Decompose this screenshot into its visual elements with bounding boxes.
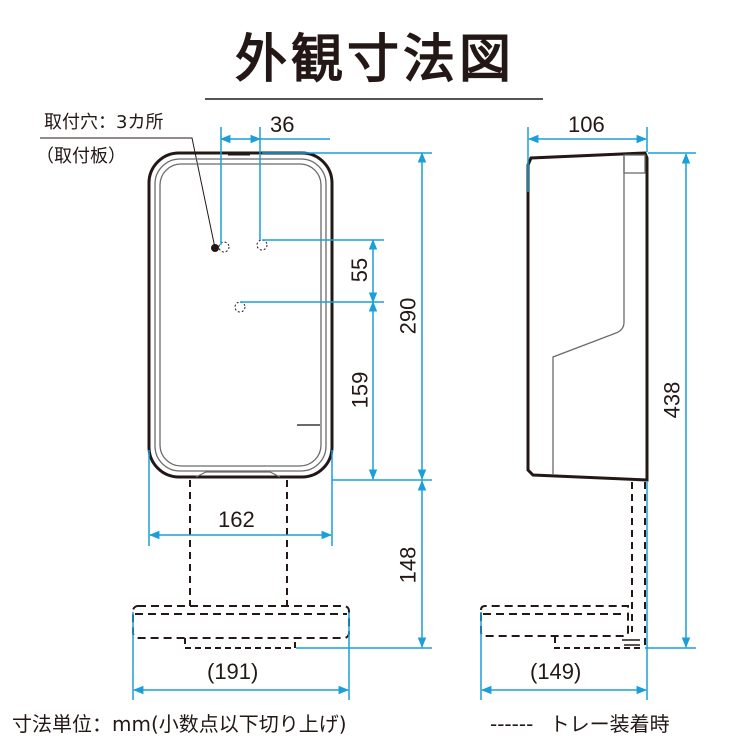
dim-tray-depth: (149) [530,659,582,684]
mount-plate-callout: （取付板） [36,146,126,167]
front-view [40,137,350,649]
legend: ------ トレー装着時 [490,711,670,737]
dim-stand-height: 148 [395,546,421,584]
unit-note: 寸法単位：mm(小数点以下切り上げ) [12,712,347,736]
side-body-outline [526,151,649,482]
page-title: 外観寸法図 [234,30,515,90]
mount-hole-marker-icon [211,244,219,252]
title-underline [205,98,543,100]
dim-hole-vertical: 55 [347,257,373,283]
legend-label: トレー装着時 [549,712,670,736]
dim-side-depth: 106 [568,112,605,137]
dim-total-height: 438 [659,381,685,419]
dim-hole-spacing: 36 [270,112,295,137]
dim-front-height: 290 [395,297,421,335]
dim-front-width: 162 [218,507,255,532]
legend-dash-icon: ------ [490,712,534,736]
front-body-outline [147,151,334,479]
dim-tray-width: (191) [207,659,259,684]
side-dimension-lines [480,127,696,700]
mount-holes-callout: 取付穴：3カ所 [44,112,164,133]
side-view [480,151,649,649]
front-dimension-lines [132,127,432,700]
dim-hole-to-bottom: 159 [347,371,373,409]
